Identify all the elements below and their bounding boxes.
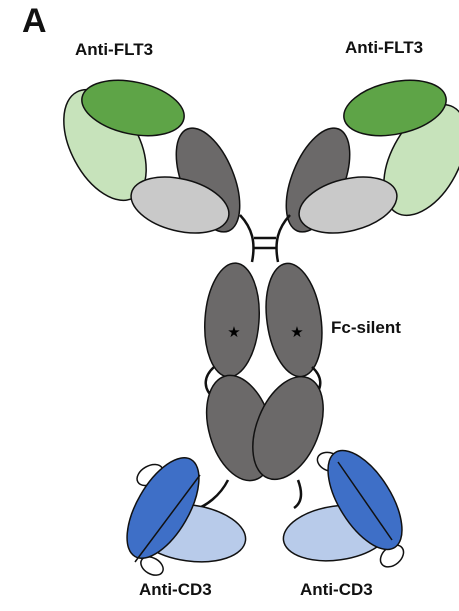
anti-flt3-left-label: Anti-FLT3: [75, 40, 153, 60]
panel-letter: A: [22, 2, 47, 41]
hinge-left-chain: [240, 215, 254, 262]
fc-silent-label: Fc-silent: [331, 318, 401, 338]
fc-ch2-left: [201, 261, 263, 378]
fc-right-star: ★: [290, 323, 303, 341]
anti-cd3-right-label: Anti-CD3: [300, 580, 373, 600]
hinge-right-chain: [277, 215, 291, 262]
anti-flt3-right-label: Anti-FLT3: [345, 38, 423, 58]
anti-cd3-left-label: Anti-CD3: [139, 580, 212, 600]
fc-left-star: ★: [227, 323, 240, 341]
fc-ch2-right: [259, 260, 328, 380]
tail-right: [294, 480, 301, 508]
